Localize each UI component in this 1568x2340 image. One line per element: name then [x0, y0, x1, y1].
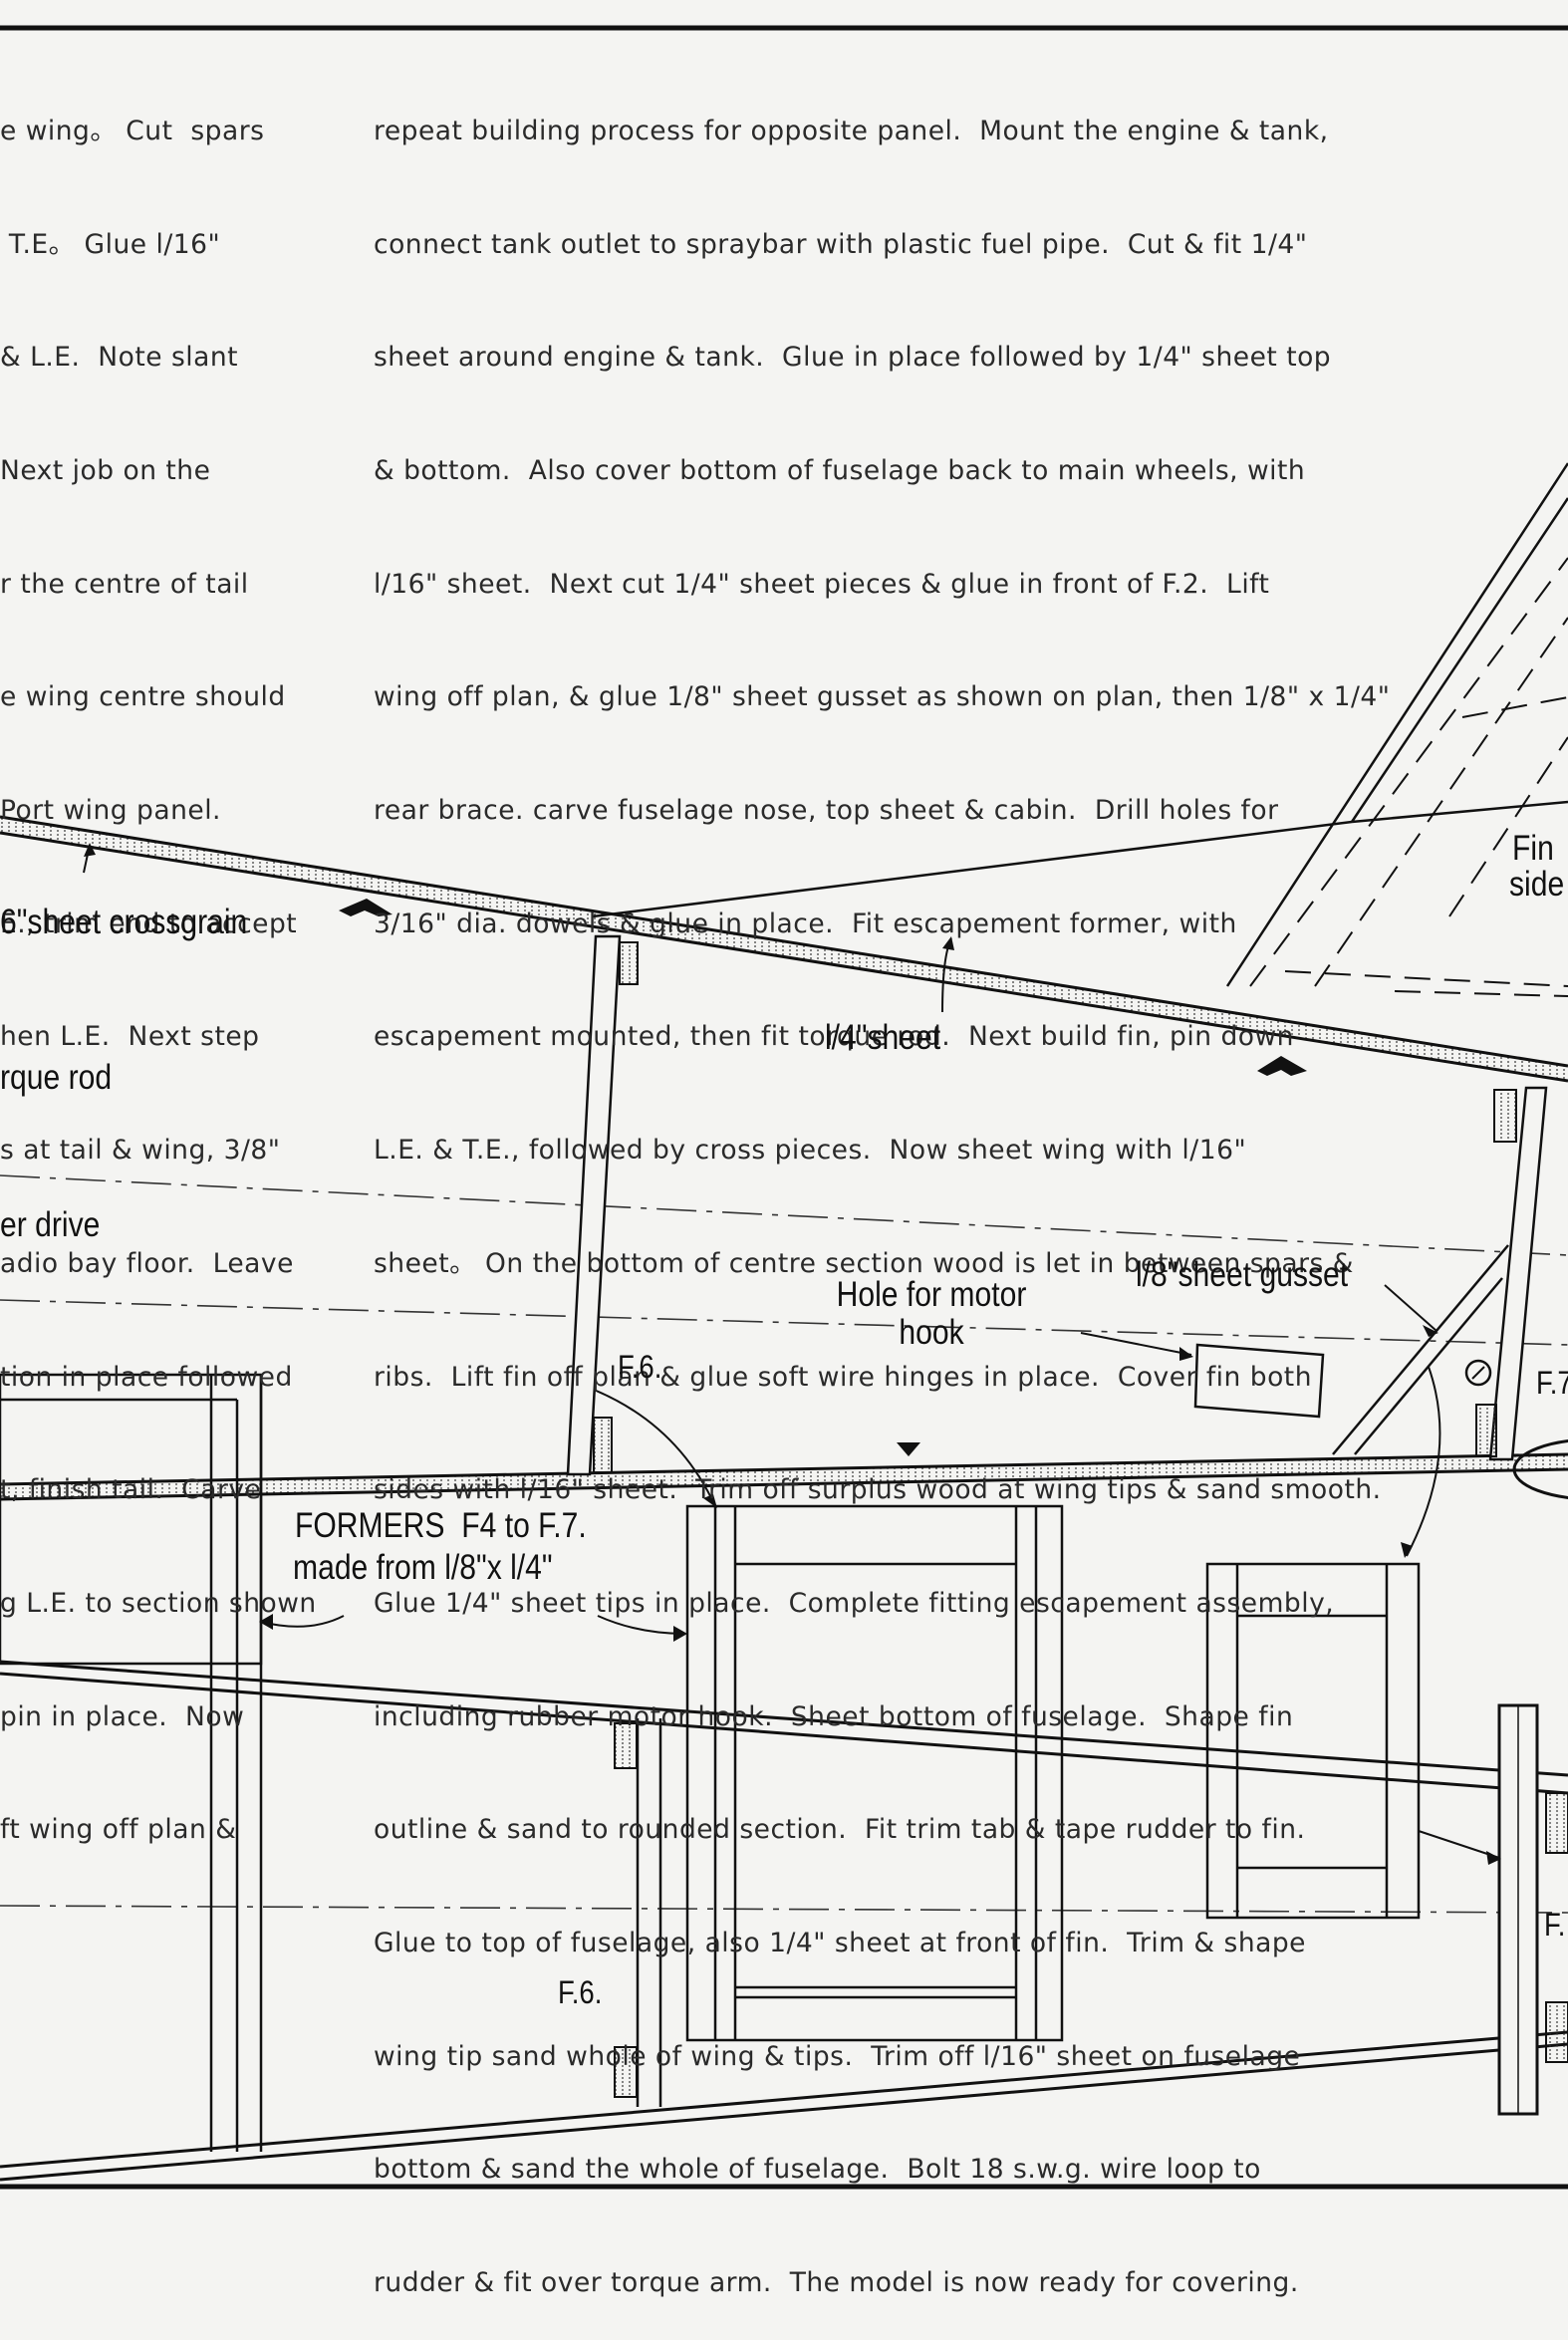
right-line: rear brace. carve fuselage nose, top she… — [374, 795, 1279, 827]
arrowheads — [84, 843, 1501, 1865]
left-line: adio bay floor. Leave — [0, 1247, 294, 1279]
fin-dashed-ribs — [1249, 557, 1568, 997]
label-fin-side-2: side — [1509, 865, 1565, 904]
left-line: e wing centre should — [0, 681, 286, 713]
label-sheet-gusset: l/8"sheet gusset — [1136, 1255, 1349, 1294]
label-sheet-crossgrain: 6"sheet crossgrain — [0, 903, 248, 941]
instructions-left-column: e wing。 Cut spars T.E。 Glue l/16" & L.E.… — [0, 37, 317, 1887]
instructions-right-column: repeat building process for opposite pan… — [374, 37, 1390, 2340]
left-line: pin in place. Now — [0, 1700, 245, 1732]
right-line: connect tank outlet to spraybar with pla… — [374, 228, 1308, 260]
left-line: s at tail & wing, 3/8" — [0, 1135, 281, 1167]
right-line: sheet。 On the bottom of centre section w… — [374, 1247, 1354, 1279]
label-hole-motor-hook-2: hook — [899, 1313, 964, 1352]
sheet-gusset — [1332, 1244, 1509, 1455]
right-line: sides with l/16" sheet. Trim off surplus… — [374, 1474, 1382, 1506]
motor-hook-hole — [1193, 1343, 1325, 1419]
former-plan-f7 — [1205, 1562, 1421, 1920]
label-quarter-sheet: l/4"sheet — [825, 1018, 941, 1057]
former-plan-left — [0, 1373, 263, 2152]
label-formers-2: made from l/8"x l/4" — [293, 1548, 553, 1587]
right-line: repeat building process for opposite pan… — [374, 115, 1329, 146]
left-line: E., trim end to accept — [0, 908, 298, 939]
right-line: wing tip sand whole of wing & tips. Trim… — [374, 2040, 1301, 2072]
label-hole-motor-hook-1: Hole for motor — [836, 1275, 1027, 1314]
right-line: escapement mounted, then fit torque rod.… — [374, 1021, 1294, 1053]
right-line: l/16" sheet. Next cut 1/4" sheet pieces … — [374, 568, 1270, 600]
right-line: 3/16" dia. dowels & glue in place. Fit e… — [374, 908, 1237, 939]
left-line: Port wing panel. — [0, 795, 221, 827]
fin-outline — [1225, 462, 1568, 987]
right-line: outline & sand to rounded section. Fit t… — [374, 1814, 1306, 1846]
label-drive: er drive — [0, 1205, 101, 1244]
right-line: including rubber motor hook. Sheet botto… — [374, 1700, 1294, 1732]
right-line: ribs. Lift fin off plan & glue soft wire… — [374, 1361, 1312, 1393]
label-formers-1: FORMERS F4 to F.7. — [295, 1506, 587, 1545]
former-f6-upper — [566, 934, 639, 1476]
left-line: g L.E. to section shown — [0, 1587, 317, 1619]
left-line: r the centre of tail — [0, 568, 249, 600]
right-line: sheet around engine & tank. Glue in plac… — [374, 342, 1332, 374]
label-fin-side-1: Fin — [1512, 829, 1554, 868]
label-f7-partial: F.7 — [1536, 1365, 1568, 1401]
right-line: wing off plan, & glue 1/8" sheet gusset … — [374, 681, 1391, 713]
f6-side-strip — [614, 1718, 662, 2107]
tail-oval — [1512, 1439, 1568, 1499]
label-f6-upper: F.6. — [618, 1349, 662, 1385]
left-line: e wing。 Cut spars — [0, 115, 265, 146]
left-line: & L.E. Note slant — [0, 342, 239, 374]
left-line: T.E。 Glue l/16" — [0, 228, 221, 260]
right-line: rudder & fit over torque arm. The model … — [374, 2267, 1299, 2299]
left-line: ft wing off plan & — [0, 1814, 237, 1846]
axle-post — [1497, 1703, 1568, 2116]
left-line: tion in place followed — [0, 1361, 293, 1393]
label-f6-lower: F.6. — [558, 1974, 603, 2010]
canopy-line — [592, 820, 1353, 918]
right-line: Glue to top of fuselage, also 1/4" sheet… — [374, 1928, 1306, 1959]
grain-arrow-icons — [339, 899, 1307, 1456]
right-line: bottom & sand the whole of fuselage. Bol… — [374, 2154, 1261, 2186]
fuselage-plan-drawing — [0, 25, 1568, 2190]
left-line: Next job on the — [0, 454, 211, 486]
label-torque-rod: rque rod — [0, 1058, 113, 1097]
left-line: hen L.E. Next step — [0, 1021, 260, 1053]
right-line: Glue 1/4" sheet tips in place. Complete … — [374, 1587, 1335, 1619]
left-line: t, finish tail. Carve — [0, 1474, 262, 1506]
upper-top-sheet — [0, 815, 1568, 1083]
label-f-right-partial: F. — [1544, 1907, 1566, 1943]
former-f7-upper — [1464, 1086, 1548, 1461]
right-line: L.E. & T.E., followed by cross pieces. N… — [374, 1135, 1247, 1167]
right-line: & bottom. Also cover bottom of fuselage … — [374, 454, 1306, 486]
former-plan-f6 — [685, 1504, 1064, 2042]
